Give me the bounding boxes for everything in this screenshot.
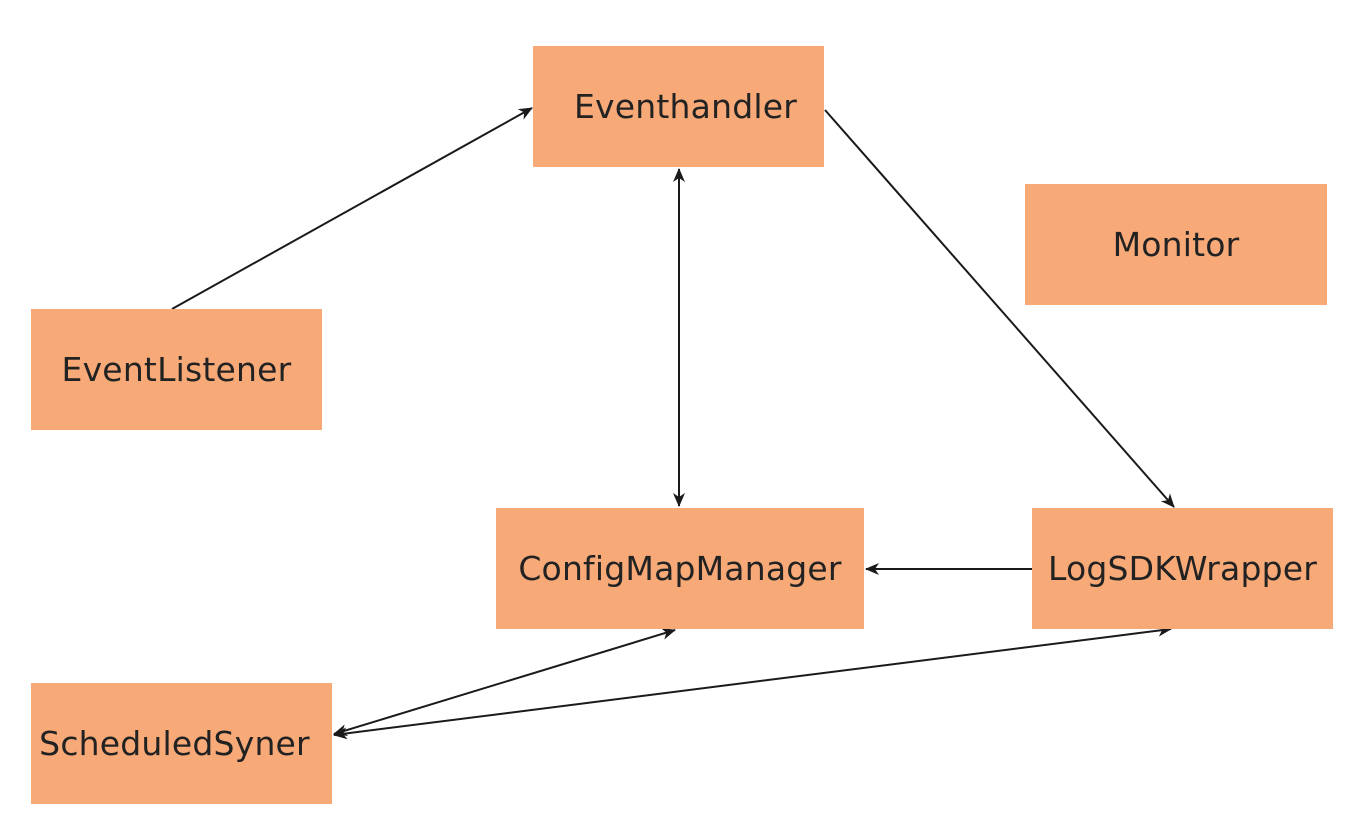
edge-eventhandler-to-logsdkwrapper (824, 109, 1175, 508)
node-label-eventhandler: Eventhandler (574, 87, 797, 126)
node-label-configmapmanager: ConfigMapManager (518, 549, 842, 588)
node-eventlistener[interactable]: EventListener (31, 309, 322, 430)
edge-scheduledsyner-configmapmanager (333, 628, 676, 736)
node-scheduledsyner[interactable]: ScheduledSyner (31, 683, 332, 804)
node-monitor[interactable]: Monitor (1025, 184, 1327, 305)
edge-eventlistener-to-eventhandler (171, 107, 533, 310)
edge-scheduledsyner-logsdkwrapper (333, 624, 1172, 740)
node-eventhandler[interactable]: Eventhandler (533, 46, 824, 167)
node-logsdkwrapper[interactable]: LogSDKWrapper (1032, 508, 1333, 629)
node-configmapmanager[interactable]: ConfigMapManager (496, 508, 864, 629)
node-label-eventlistener: EventListener (61, 350, 292, 389)
node-label-monitor: Monitor (1112, 225, 1240, 264)
node-label-scheduledsyner: ScheduledSyner (39, 724, 310, 763)
node-label-logsdkwrapper: LogSDKWrapper (1047, 549, 1318, 588)
